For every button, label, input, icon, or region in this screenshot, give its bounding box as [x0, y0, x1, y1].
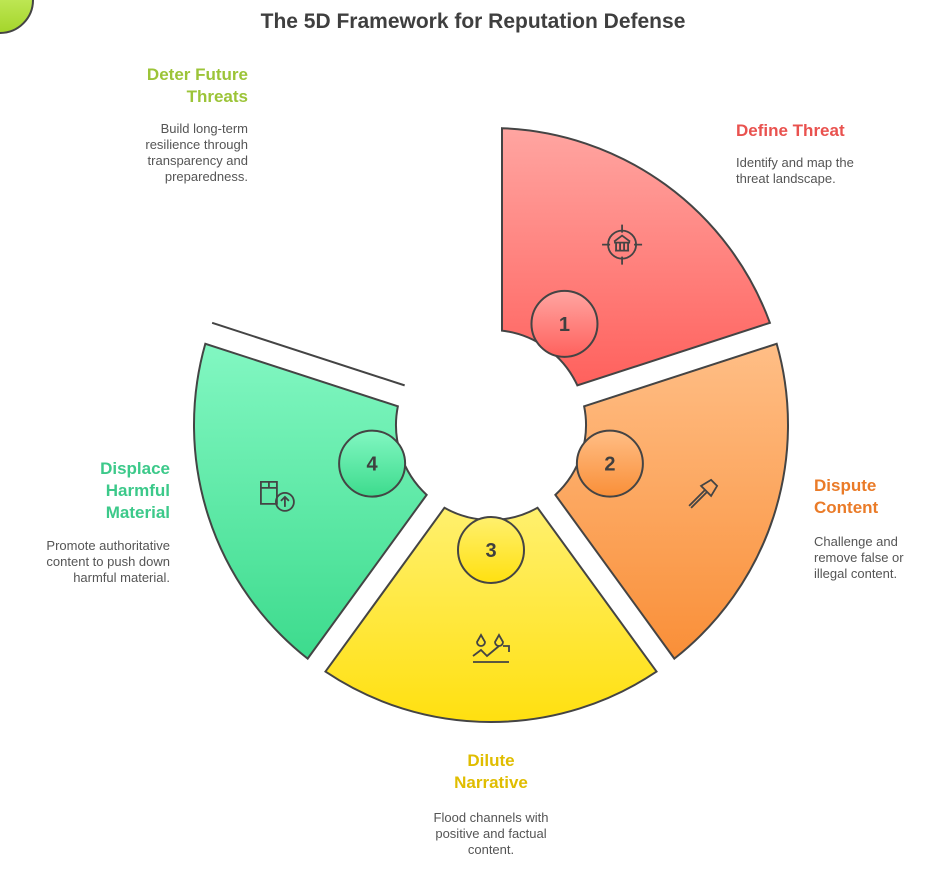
step-1-title: Define Threat: [736, 121, 845, 140]
step-3-desc: Flood channels with positive and factual…: [433, 810, 549, 857]
step-5-title: Deter Future Threats: [146, 65, 248, 106]
step-4-title: Displace Harmful Material: [100, 459, 170, 522]
step-1-number: 1: [559, 314, 570, 336]
step-1-desc: Identify and map the threat landscape.: [736, 155, 854, 186]
hammer-icon: [688, 478, 719, 509]
step-4-number: 4: [367, 454, 379, 476]
diagram-title: The 5D Framework for Reputation Defense: [260, 10, 686, 33]
step-2-badge: [575, 429, 644, 498]
step-5-desc: Build long-term resilience through trans…: [145, 121, 248, 184]
sector-5: [211, 321, 405, 387]
step-5-number: 5: [0, 0, 6, 5]
step-3-number: 3: [485, 540, 496, 562]
step-2-title: Dispute Content: [814, 476, 879, 517]
step-3-title: Dilute Narrative: [454, 751, 528, 792]
target-bank-icon: [602, 224, 643, 265]
step-2-desc: Challenge and remove false or illegal co…: [814, 534, 904, 581]
box-upload-icon: [260, 481, 295, 512]
step-4-desc: Promote authoritative content to push do…: [46, 538, 170, 585]
step-2-number: 2: [604, 454, 615, 476]
step-3-badge: [457, 516, 525, 584]
drops-trend-icon: [472, 633, 510, 663]
step-5-badge: [0, 0, 34, 34]
step-1-badge: [530, 289, 599, 358]
step-4-badge: [338, 429, 407, 498]
